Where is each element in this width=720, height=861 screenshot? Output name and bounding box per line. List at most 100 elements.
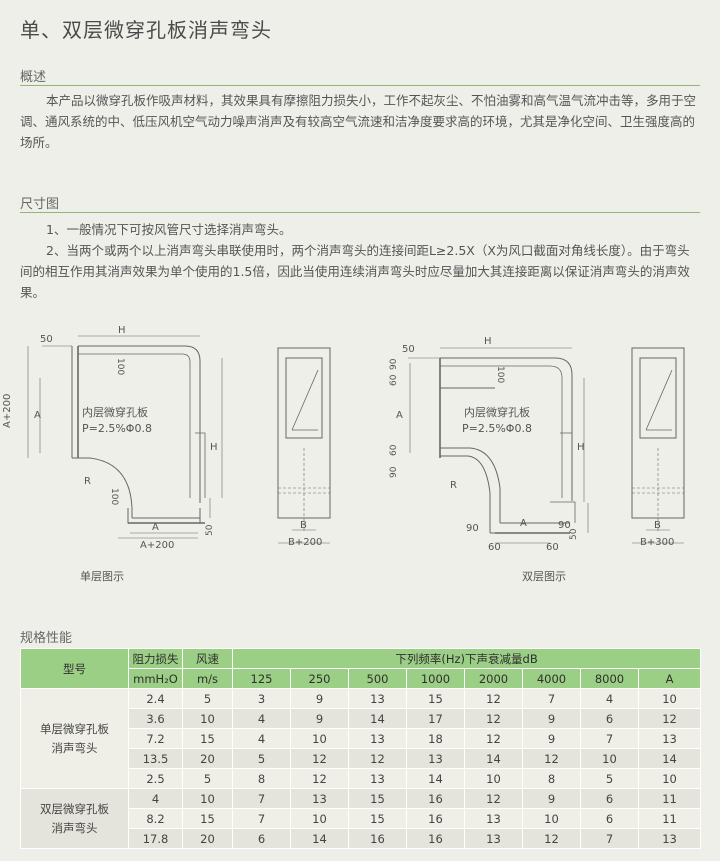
single-dim-B: B (300, 520, 307, 531)
double-dim-50-right: 50 (569, 528, 579, 540)
attenuation-cell: 13 (290, 788, 349, 809)
attenuation-cell: 14 (290, 828, 349, 849)
resistance-cell: 2.5 (128, 768, 183, 789)
single-side-opening (285, 357, 323, 439)
attenuation-cell: 8 (522, 768, 581, 789)
diagrams-svg: 50 H 100 A+200 A R 100 A A+200 H 50 内层微穿… (2, 325, 685, 583)
attenuation-cell: 16 (406, 828, 465, 849)
attenuation-cell: 12 (464, 688, 523, 709)
header-model: 型号 (20, 648, 129, 689)
single-inner-curve (72, 457, 133, 518)
velocity-cell: 10 (182, 708, 233, 729)
double-perforation: P=2.5%Φ0.8 (462, 422, 532, 435)
attenuation-cell: 5 (580, 768, 639, 789)
double-side-opening (639, 357, 677, 439)
attenuation-cell: 9 (522, 708, 581, 729)
attenuation-cell: 12 (464, 708, 523, 729)
attenuation-cell: 15 (348, 788, 407, 809)
double-dim-90-right: 90 (558, 520, 571, 531)
single-side-dims (278, 529, 330, 544)
double-side-dims (632, 529, 684, 544)
attenuation-cell: 16 (406, 808, 465, 829)
resistance-cell: 7.2 (128, 728, 183, 749)
header-attenuation: 下列频率(Hz)下声衰减量dB (231, 648, 702, 669)
attenuation-cell: 10 (522, 808, 581, 829)
dimension-note-1: 1、一般情况下可按风管尺寸选择消声弯头。 (46, 222, 292, 237)
single-layer-diagram (27, 335, 331, 544)
attenuation-cell: 13 (637, 828, 702, 849)
attenuation-cell: 15 (406, 688, 465, 709)
velocity-cell: 15 (182, 728, 233, 749)
attenuation-cell: 4 (580, 688, 639, 709)
attenuation-cell: 9 (290, 688, 349, 709)
overview-text: 本产品以微穿孔板作吸声材料，其效果具有摩擦阻力损失小，工作不起灰尘、不怕油雾和高… (20, 93, 697, 150)
double-layer-diagram (408, 347, 685, 544)
resistance-cell: 4 (128, 788, 183, 809)
page-title: 单、双层微穿孔板消声弯头 (20, 18, 272, 42)
attenuation-cell: 14 (464, 748, 523, 769)
attenuation-cell: 6 (580, 788, 639, 809)
double-dim-B300: B+300 (640, 537, 674, 548)
double-dim-50-top: 50 (402, 344, 415, 355)
attenuation-cell: 13 (464, 808, 523, 829)
double-dim-60: 60 (389, 374, 399, 386)
attenuation-cell: 7 (580, 828, 639, 849)
attenuation-cell: 12 (290, 748, 349, 769)
attenuation-cell: 18 (406, 728, 465, 749)
double-dim-lines (408, 347, 589, 544)
single-dim-A-left: A (34, 410, 41, 421)
double-dim-90: 90 (389, 358, 399, 370)
double-dim-60-lower: 60 (389, 444, 399, 456)
single-dim-H-top: H (118, 325, 126, 336)
header-freq: 1000 (406, 668, 465, 689)
double-inner-label: 内层微穿孔板 (464, 405, 530, 419)
attenuation-cell: 10 (464, 768, 523, 789)
double-inner-curve (440, 455, 491, 533)
double-inner-edge (440, 387, 501, 523)
double-inner-wall (440, 365, 563, 498)
double-dim-60-bottom-left: 60 (488, 542, 501, 553)
double-step (560, 432, 573, 501)
attenuation-cell: 10 (290, 728, 349, 749)
header-velocity-unit: m/s (182, 668, 233, 689)
attenuation-cell: 7 (522, 688, 581, 709)
single-step (195, 432, 206, 498)
single-dim-100-bottom: 100 (109, 488, 119, 505)
single-perforation: P=2.5%Φ0.8 (82, 422, 152, 435)
header-freq: 125 (232, 668, 291, 689)
attenuation-cell: 10 (637, 688, 702, 709)
single-dim-50-right: 50 (205, 524, 215, 536)
dimension-diagrams: 50 H 100 A+200 A R 100 A A+200 H 50 内层微穿… (0, 318, 720, 608)
overview-divider (20, 85, 700, 86)
double-dim-90-bottom-left: 90 (466, 523, 479, 534)
attenuation-cell: 10 (637, 768, 702, 789)
attenuation-cell: 13 (348, 768, 407, 789)
resistance-cell: 3.6 (128, 708, 183, 729)
velocity-cell: 10 (182, 788, 233, 809)
attenuation-cell: 9 (290, 708, 349, 729)
attenuation-cell: 10 (580, 748, 639, 769)
resistance-cell: 2.4 (128, 688, 183, 709)
model-cell: 单层微穿孔板消声弯头 (20, 688, 129, 789)
attenuation-cell: 9 (522, 788, 581, 809)
double-dim-H-right: H (577, 442, 585, 453)
header-freq: 4000 (522, 668, 581, 689)
model-cell: 双层微穿孔板消声弯头 (20, 788, 129, 849)
attenuation-cell: 6 (232, 828, 291, 849)
attenuation-cell: 13 (464, 828, 523, 849)
velocity-cell: 5 (182, 688, 233, 709)
header-freq: 250 (290, 668, 349, 689)
attenuation-cell: 13 (637, 728, 702, 749)
attenuation-cell: 8 (232, 768, 291, 789)
attenuation-cell: 11 (637, 788, 702, 809)
double-caption: 双层图示 (522, 570, 566, 583)
attenuation-cell: 12 (290, 768, 349, 789)
velocity-cell: 20 (182, 748, 233, 769)
double-dim-H-top: H (484, 336, 492, 347)
